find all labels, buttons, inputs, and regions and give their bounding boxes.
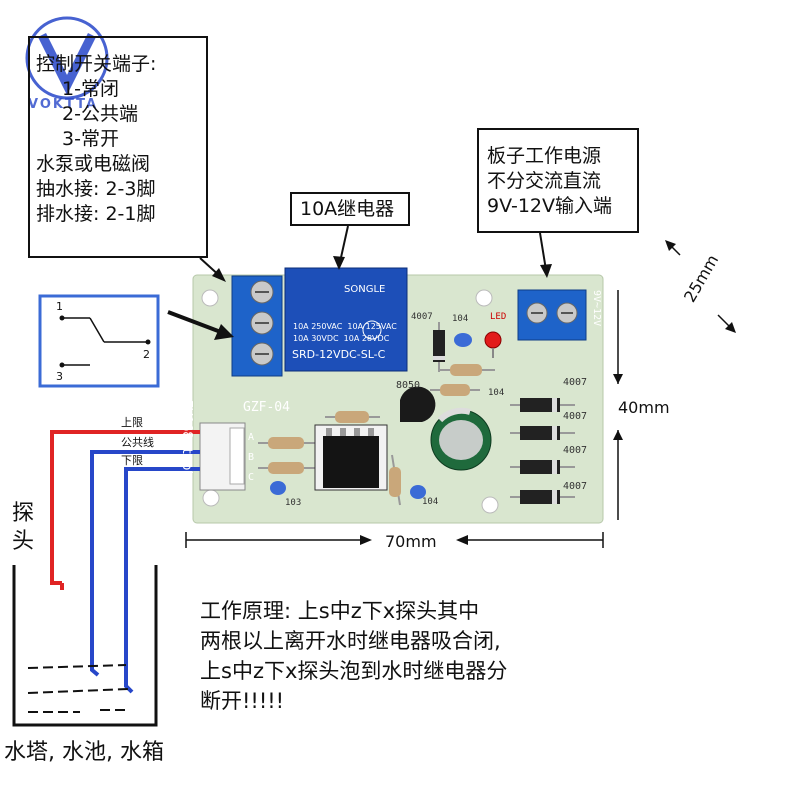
tank-label: 水塔, 水池, 水箱 (4, 740, 164, 765)
dimension-height-label: 40mm (618, 398, 670, 417)
control-line-7: 排水接: 2-1脚 (36, 203, 156, 225)
probe-connector (199, 422, 246, 491)
relay-model: SRD-12VDC-SL-C (292, 348, 386, 361)
switch-pin-3: 3 (56, 370, 63, 383)
power-line-2: 不分交流直流 (487, 170, 602, 192)
power-label-box: 板子工作电源 不分交流直流 9V-12V输入端 (477, 128, 639, 233)
principle-line-2: 两根以上离开水时继电器吸合闭, (200, 629, 501, 653)
wire-lower (124, 467, 200, 694)
dimension-depth (665, 240, 736, 333)
relay-spec-1: 10A 250VAC 10A 125VAC (293, 322, 397, 331)
resistor (430, 384, 480, 396)
resistor (258, 437, 320, 449)
wire-label-common: 公共线 (121, 436, 154, 449)
power-terminal-label: 9V~12V (591, 290, 602, 327)
connector-pin-b: B (248, 452, 255, 463)
board-model-label: GZF-04 (243, 400, 290, 415)
cap-label-1: 104 (452, 314, 469, 324)
connector-pin-c: C (248, 472, 255, 483)
control-line-6: 抽水接: 2-3脚 (36, 178, 156, 200)
electrolytic-capacitor (430, 407, 492, 471)
brand-logo (25, 16, 109, 100)
ceramic-capacitor (270, 481, 286, 495)
output-terminal-block (231, 275, 283, 377)
diode-label-4: 4007 (563, 481, 588, 492)
board-vertical-text: ZX168.taobao.com (179, 400, 194, 526)
mounting-hole (202, 489, 220, 507)
diode-label-2: 4007 (563, 411, 588, 422)
principle-line-3: 上s中z下x探头泡到水时继电器分 (200, 659, 508, 683)
dimension-width-label: 70mm (385, 532, 437, 551)
mounting-hole (481, 496, 499, 514)
probe-label: 探 头 (12, 501, 35, 554)
relay-brand: SONGLE (344, 284, 386, 295)
ceramic-capacitor (410, 485, 426, 499)
mounting-hole (201, 289, 219, 307)
switch-diagram (38, 294, 160, 388)
power-diode (510, 398, 575, 412)
power-line-3: 9V-12V输入端 (487, 195, 613, 217)
brand-logo-text: VOKTTA (28, 97, 99, 112)
ceramic-capacitor (454, 333, 472, 347)
resistor (438, 364, 495, 376)
power-diode (510, 490, 575, 504)
switch-pin-1: 1 (56, 300, 63, 313)
resistor (325, 411, 380, 423)
control-line-1: 控制开关端子: (36, 53, 157, 75)
principle-line-4: 断开!!!!! (200, 689, 285, 713)
power-terminal-block (517, 289, 587, 341)
transistor (400, 386, 436, 422)
arrow-to-terminal (167, 310, 234, 340)
principle-line-1: 工作原理: 上s中z下x探头其中 (200, 599, 480, 623)
arrow-control-box (199, 257, 226, 282)
connector-pin-a: A (248, 432, 255, 443)
diode-label-3: 4007 (563, 445, 588, 456)
resistor (389, 454, 401, 506)
relay-spec-2: 10A 30VDC 10A 28VDC (293, 334, 390, 343)
wire-label-upper: 上限 (121, 416, 143, 429)
dimension-height (613, 290, 623, 520)
diode-small (433, 322, 445, 372)
control-terminal-box: 控制开关端子: 1-常闭 2-公共端 3-常开 水泵或电磁阀 抽水接: 2-3脚… (28, 36, 208, 258)
wire-common (90, 450, 200, 677)
power-diode (510, 426, 575, 440)
power-diode (510, 460, 575, 474)
transistor-label: 8050 (396, 380, 421, 391)
control-line-2: 1-常闭 (62, 78, 119, 100)
cap-label-4: 103 (285, 498, 302, 508)
relay (284, 267, 408, 372)
water-tank (12, 565, 158, 727)
cap-label-3: 104 (422, 497, 439, 507)
arrow-power (539, 232, 552, 278)
ic-chip (314, 424, 388, 491)
principle-text: 工作原理: 上s中z下x探头其中 两根以上离开水时继电器吸合闭, 上s中z下x探… (200, 596, 507, 716)
wire-upper (50, 430, 200, 585)
resistor (258, 462, 320, 474)
cap-label-2: 104 (488, 388, 505, 398)
switch-pin-2: 2 (143, 348, 150, 361)
diode-label-1: 4007 (563, 377, 588, 388)
wire-label-lower: 下限 (121, 454, 143, 467)
control-line-3: 2-公共端 (62, 103, 138, 125)
arrow-relay (333, 225, 349, 270)
control-line-5: 水泵或电磁阀 (36, 153, 151, 175)
led-label: LED (490, 312, 507, 322)
relay-label-box: 10A继电器 (290, 192, 410, 226)
led (484, 331, 502, 349)
dimension-width (185, 532, 604, 548)
power-line-1: 板子工作电源 (487, 145, 602, 167)
mounting-hole (475, 289, 493, 307)
diode-label-small: 4007 (411, 312, 433, 322)
control-line-4: 3-常开 (62, 128, 119, 150)
